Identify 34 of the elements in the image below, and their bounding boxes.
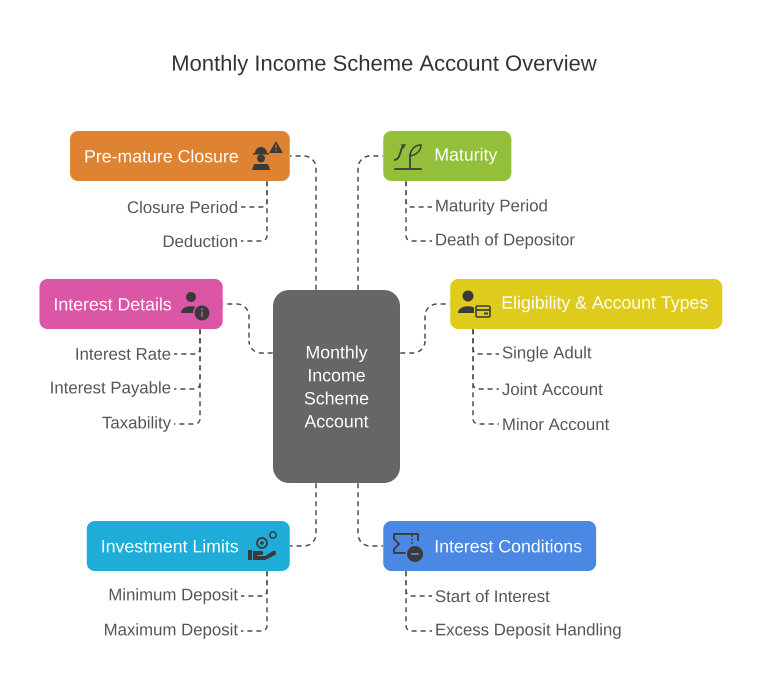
topic-box: Investment Limits — [86, 521, 290, 571]
connector-line — [290, 155, 317, 290]
subtopic-text: Minimum Deposit — [110, 588, 238, 604]
connector-line — [223, 303, 273, 354]
subtopic-text: Death of Depositor — [436, 233, 575, 249]
subtopic-text: Interest Payable — [51, 381, 170, 397]
central-box: Monthly Income Scheme Account — [273, 290, 400, 483]
connector-line — [405, 571, 432, 632]
subtopic-text: Start of Interest — [436, 590, 550, 602]
subtopic-text: Maturity Period — [436, 199, 547, 215]
topic-box: Pre-mature Closure — [70, 131, 290, 181]
subtopic-text: Excess Deposit Handling — [436, 623, 621, 639]
subtopic-text: Maximum Deposit — [105, 623, 238, 639]
connector-line — [472, 329, 499, 425]
subtopic-text: Minor Account — [503, 418, 610, 430]
connector-line — [290, 483, 317, 547]
connector-line — [357, 155, 383, 290]
subtopic-text: Interest Rate — [76, 348, 170, 360]
subtopic-text: Deduction — [164, 234, 237, 248]
title: Monthly Income Scheme Account Overview — [173, 54, 597, 76]
connector-line — [357, 483, 383, 547]
subtopic-text: Taxability — [102, 416, 172, 432]
subtopic-text: Joint Account — [502, 382, 603, 396]
topic-box: Interest Details — [39, 279, 223, 329]
topic-box: Maturity — [383, 131, 512, 181]
connector-line — [241, 571, 268, 632]
connector-line — [405, 181, 432, 242]
topic-box: Eligibility & Account Types — [450, 279, 722, 329]
connector-line — [241, 181, 268, 242]
connector-line — [174, 329, 201, 425]
topic-box: Interest Conditions — [383, 521, 596, 571]
subtopic-text: Closure Period — [128, 200, 237, 214]
subtopic-text: Single Adult — [502, 346, 592, 362]
connector-line — [400, 303, 450, 354]
